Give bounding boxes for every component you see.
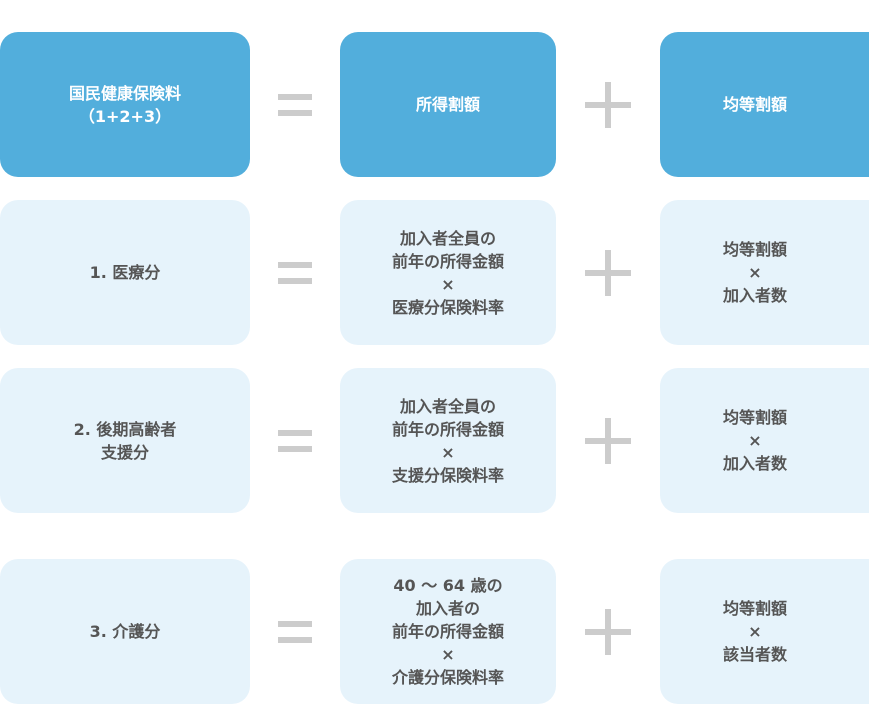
row-label: 2. 後期高齢者 支援分 [0, 368, 250, 513]
row-income-formula: 加入者全員の 前年の所得金額 × 支援分保険料率 [340, 368, 556, 513]
row-label: 3. 介護分 [0, 559, 250, 704]
plus-icon [585, 82, 631, 128]
row-income-formula: 加入者全員の 前年の所得金額 × 医療分保険料率 [340, 200, 556, 345]
total-premium-box: 国民健康保険料 （1+2+3） [0, 32, 250, 177]
row-label: 1. 医療分 [0, 200, 250, 345]
per-capita-box: 均等割額 [660, 32, 869, 177]
equals-icon [278, 94, 312, 116]
equals-icon [278, 430, 312, 452]
plus-icon [585, 418, 631, 464]
income-based-box: 所得割額 [340, 32, 556, 177]
row-income-formula: 40 ～ 64 歳の 加入者の 前年の所得金額 × 介護分保険料率 [340, 559, 556, 704]
equals-icon [278, 262, 312, 284]
plus-icon [585, 609, 631, 655]
equals-icon [278, 621, 312, 643]
row-equal-formula: 均等割額 × 加入者数 [660, 200, 869, 345]
plus-icon [585, 250, 631, 296]
row-equal-formula: 均等割額 × 該当者数 [660, 559, 869, 704]
row-equal-formula: 均等割額 × 加入者数 [660, 368, 869, 513]
